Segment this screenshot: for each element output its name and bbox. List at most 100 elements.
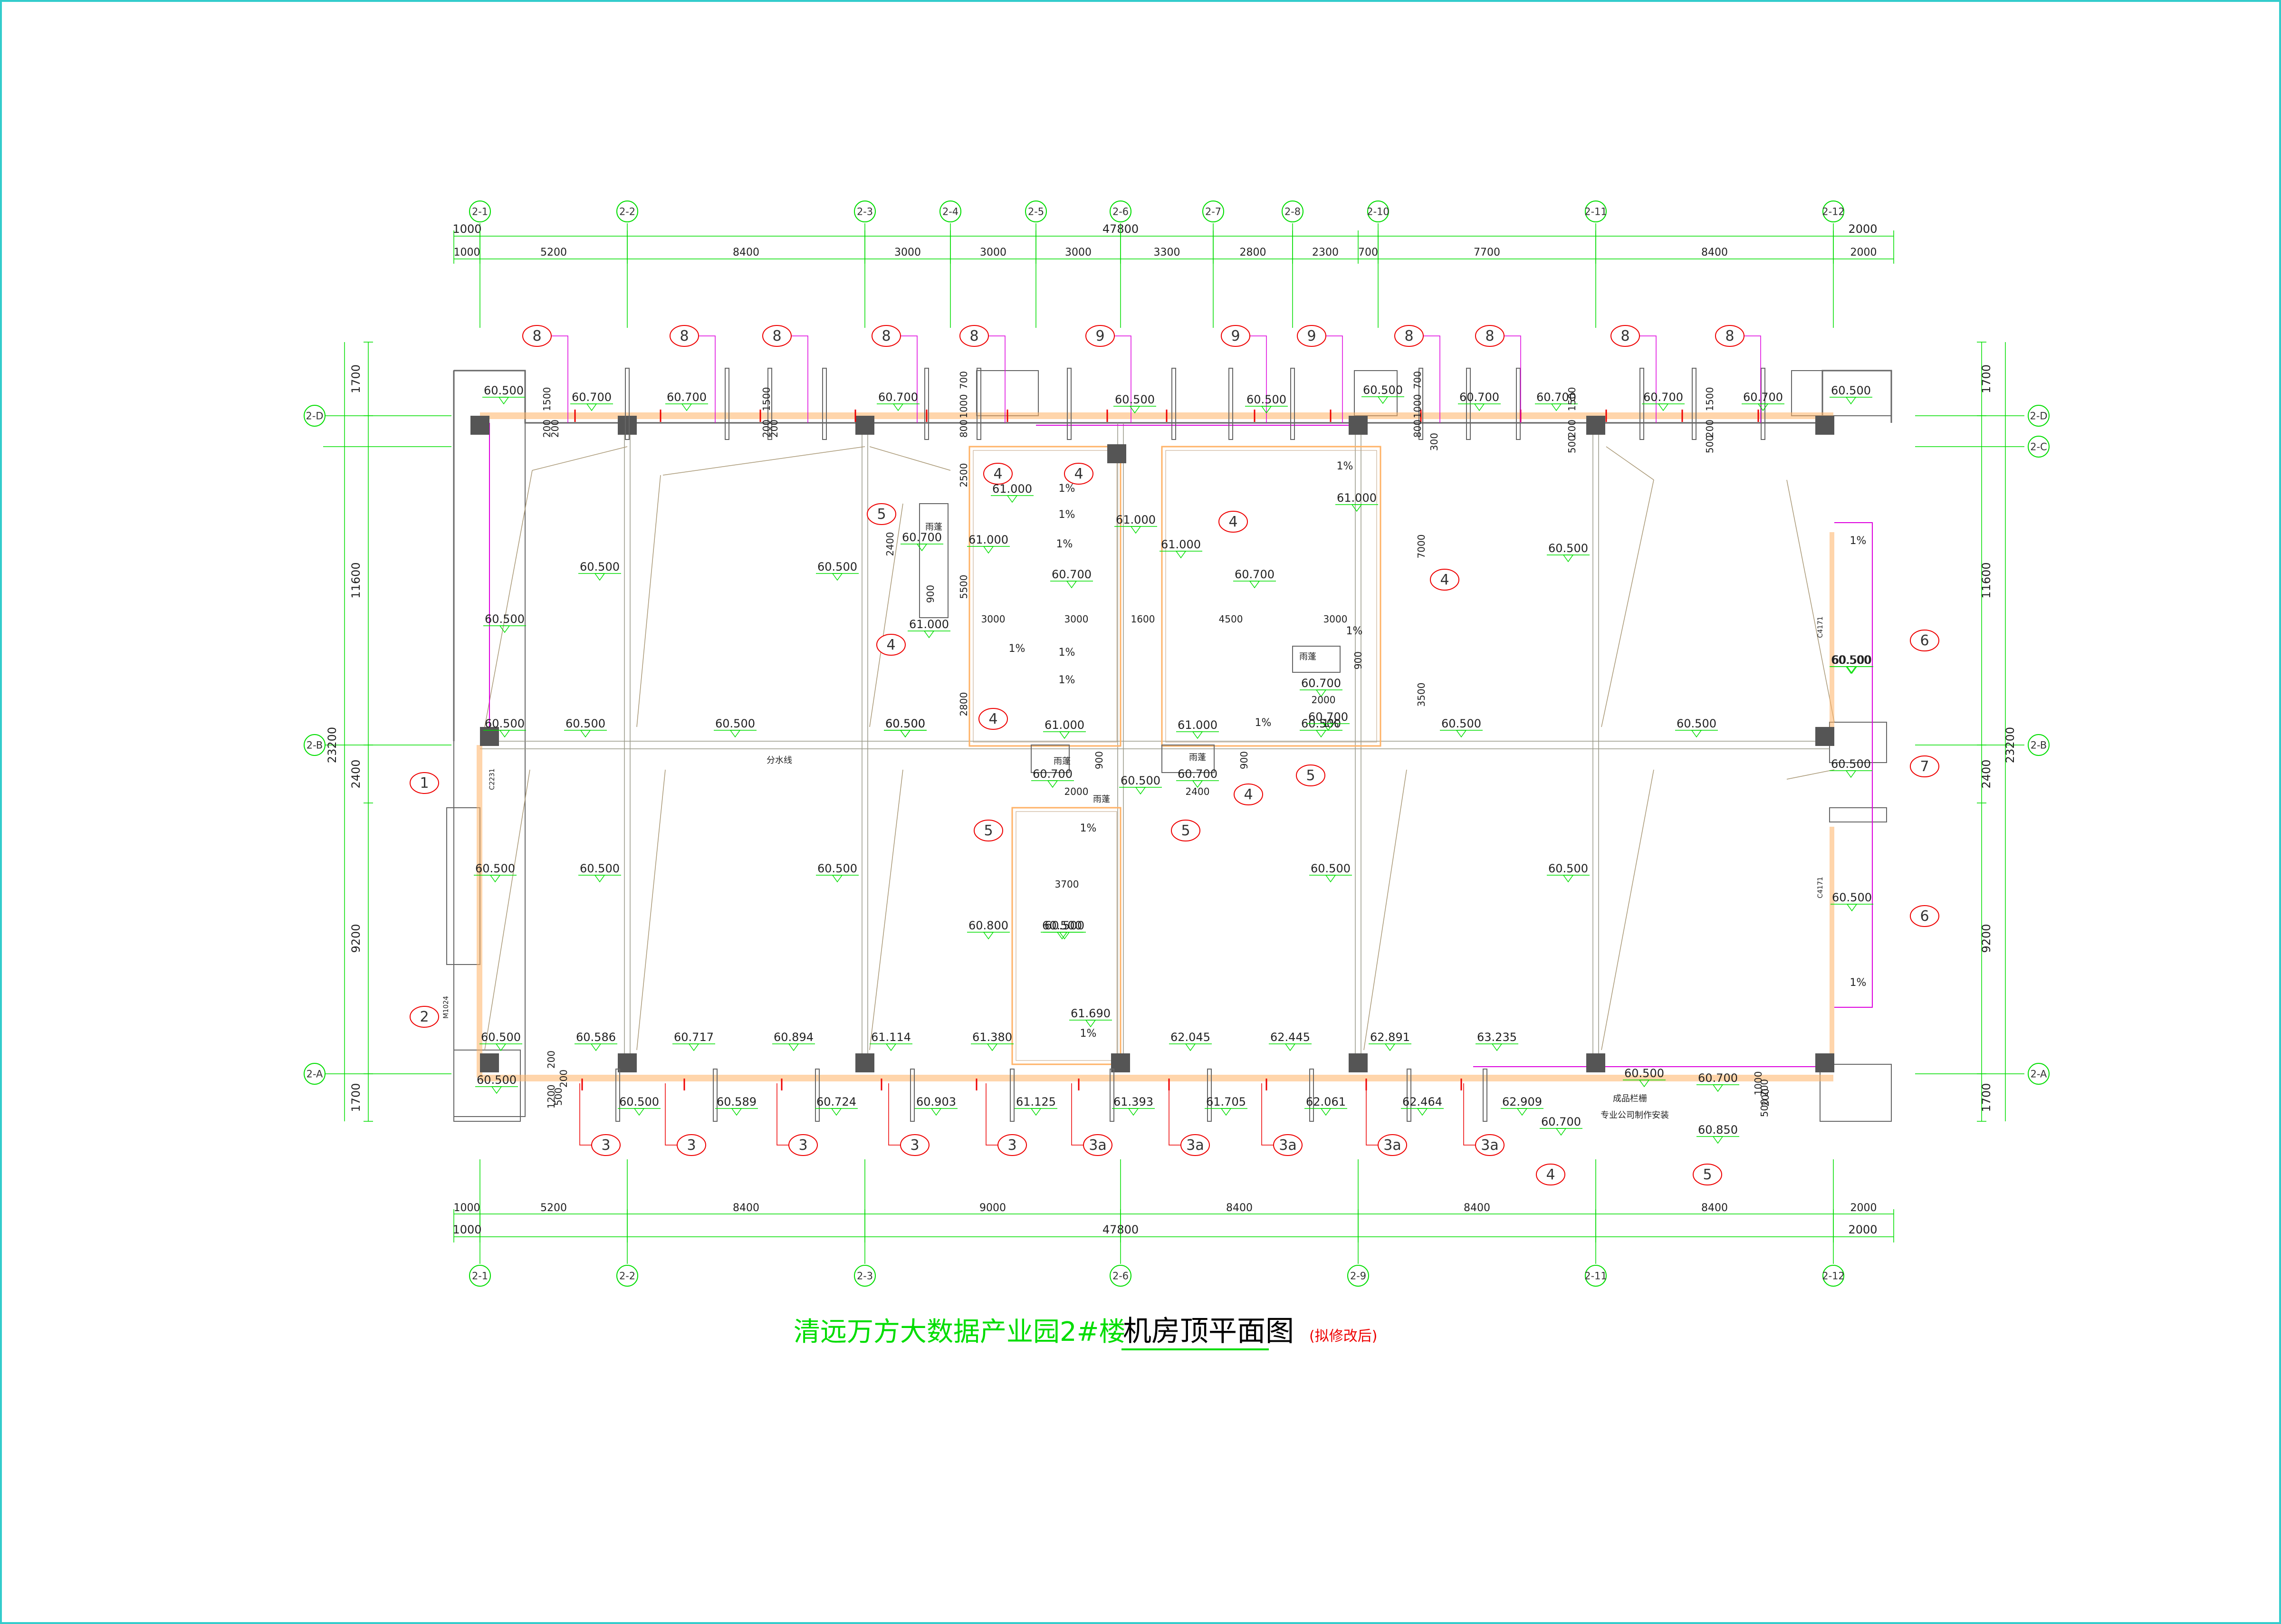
tag-top-7-circle [1297, 325, 1326, 347]
tag-top-10-circle [1610, 325, 1640, 347]
label-yupeng-1: 雨蓬 [1054, 756, 1071, 766]
elevation-right-2-marker [1555, 1128, 1567, 1136]
elevation-core-15: 60.800 [968, 919, 1008, 932]
dim-bottom-total: 47800 [1102, 1223, 1139, 1236]
tag-right-0-text: 6 [1920, 632, 1929, 649]
dim-right-seg-1: 11600 [1980, 562, 1993, 598]
tag-leader-top [1639, 335, 1657, 423]
tag-core-4-circle [978, 708, 1008, 730]
elevation-top-3-marker [892, 403, 904, 411]
elevation-core-5-marker [1192, 731, 1203, 739]
elevation-right-4: 60.500 [1831, 757, 1871, 771]
column-bubble-bottom-5-circle [1585, 1265, 1607, 1287]
row-bubble-left-0-circle [304, 405, 326, 427]
drainage-ridge-line [662, 446, 865, 476]
elevation-bottom-bot-1: 60.589 [717, 1095, 757, 1108]
elevation-bottom-top-1-marker [590, 1043, 602, 1051]
core-room-left-inner [973, 450, 1117, 743]
elevation-main-3-marker [1562, 554, 1574, 563]
beam-strip-right-1 [1830, 532, 1834, 732]
elevation-bottom-top-4-marker [885, 1043, 897, 1051]
dim-interior-12: 2000 [1312, 694, 1336, 706]
elevation-core-13: 60.700 [1178, 767, 1217, 781]
dim-bottom-seg-6: 8400 [1701, 1202, 1728, 1214]
tag-leader-bottom [579, 1083, 592, 1146]
dim-small-12: 300 [1428, 433, 1440, 451]
elevation-core-3: 61.000 [909, 618, 949, 631]
drawing-title-name: 机房顶平面图 [1123, 1315, 1294, 1348]
tag-leader-top [901, 335, 918, 423]
elevation-bottom-bot-5-marker [1128, 1108, 1139, 1116]
elevation-bottom-top-4: 61.114 [871, 1031, 911, 1044]
tag-core-6-circle [867, 503, 896, 525]
parapet-post-top-5 [977, 368, 981, 440]
dim-right-total: 23200 [2003, 727, 2017, 763]
tag-leader-bottom [1261, 1083, 1274, 1146]
dim-top-seg-5: 3000 [1065, 247, 1092, 258]
elevation-main-10: 60.500 [475, 862, 515, 875]
row-bubble-right-2-text: 2-B [2031, 740, 2047, 751]
elevation-bottom-bot-1-marker [731, 1108, 742, 1116]
parapet-post-top-0 [625, 368, 630, 440]
drainage-ridge-line [532, 446, 628, 471]
elevation-core-17: 61.690 [1071, 1007, 1111, 1020]
elevation-bottom-bot-8: 62.464 [1402, 1095, 1442, 1108]
elevation-main-2: 60.500 [817, 560, 857, 573]
parapet-post-bottom-1 [713, 1069, 718, 1122]
elevation-main-3: 60.500 [1548, 542, 1588, 555]
elevation-main-12: 60.500 [817, 862, 857, 875]
slope-8: 1% [1255, 717, 1272, 729]
elevation-bottom-top-7: 62.445 [1270, 1031, 1310, 1044]
elevation-core-10-marker [1249, 581, 1260, 589]
column-bubble-bottom-3-text: 2-6 [1112, 1271, 1129, 1282]
column-bubble-bottom-4-circle [1347, 1265, 1369, 1287]
top-opening-2 [976, 370, 1039, 416]
elevation-main-20: 60.500 [1045, 919, 1084, 932]
tag-leader-bottom [665, 1083, 677, 1146]
tag-top-4-text: 8 [969, 328, 978, 344]
structural-column-14 [1586, 1053, 1605, 1072]
elevation-top-0-marker [498, 397, 509, 405]
elevation-core-6: 61.000 [1337, 491, 1377, 505]
dim-right-seg-0: 1700 [1980, 364, 1993, 393]
tag-left-0-circle [410, 772, 439, 794]
column-bubble-top-3-text: 2-4 [942, 206, 958, 218]
structural-column-9 [480, 1053, 499, 1072]
elevation-core-3-marker [923, 630, 935, 639]
elevation-top-8: 60.700 [1536, 391, 1576, 404]
dim-interior-5: 3000 [981, 613, 1006, 625]
elevation-core-11: 60.700 [1301, 677, 1341, 690]
tag-bottom-3-text: 3 [910, 1137, 919, 1154]
drainage-ridge-line [1606, 446, 1654, 480]
tag-top-7-text: 9 [1307, 328, 1316, 344]
tag-core-1-text: 4 [1074, 466, 1083, 482]
dim-top-seg-9: 700 [1358, 247, 1378, 258]
tag-core-2-circle [1218, 511, 1248, 533]
drainage-ridge-line [869, 446, 951, 471]
tag-leader-top [988, 335, 1006, 423]
dim-small-5: 200 [768, 420, 780, 438]
tag-top-1-circle [670, 325, 699, 347]
column-bubble-top-10-text: 2-12 [1822, 206, 1844, 218]
tag-core-10-text: 4 [1244, 786, 1253, 803]
parapet-outline [453, 370, 1892, 741]
tag-core-5-text: 4 [1440, 572, 1449, 588]
elevation-right-0-marker [1639, 1079, 1650, 1088]
dim-interior-8: 4500 [1219, 613, 1243, 625]
tag-core-6-text: 5 [877, 506, 886, 523]
elevation-bottom-top-6: 62.045 [1170, 1031, 1210, 1044]
dim-bottom-left: 1000 [452, 1223, 481, 1236]
tag-bottom-5-text: 3a [1089, 1137, 1106, 1154]
dim-interior-15: 2400 [1186, 786, 1210, 797]
beam-strip-top [480, 412, 1833, 419]
dim-small-0: 1500 [541, 387, 553, 411]
dim-top-seg-12: 2000 [1850, 247, 1877, 258]
tag-top-5-circle [1085, 325, 1115, 347]
tag-core-5-circle [1430, 569, 1459, 591]
row-bubble-right-0-circle [2028, 405, 2050, 427]
drainage-ridge-line [869, 503, 903, 727]
tag-leader-top [1326, 335, 1343, 423]
tag-bottom-4-text: 3 [1007, 1137, 1016, 1154]
elevation-main-9-marker [1691, 730, 1702, 738]
